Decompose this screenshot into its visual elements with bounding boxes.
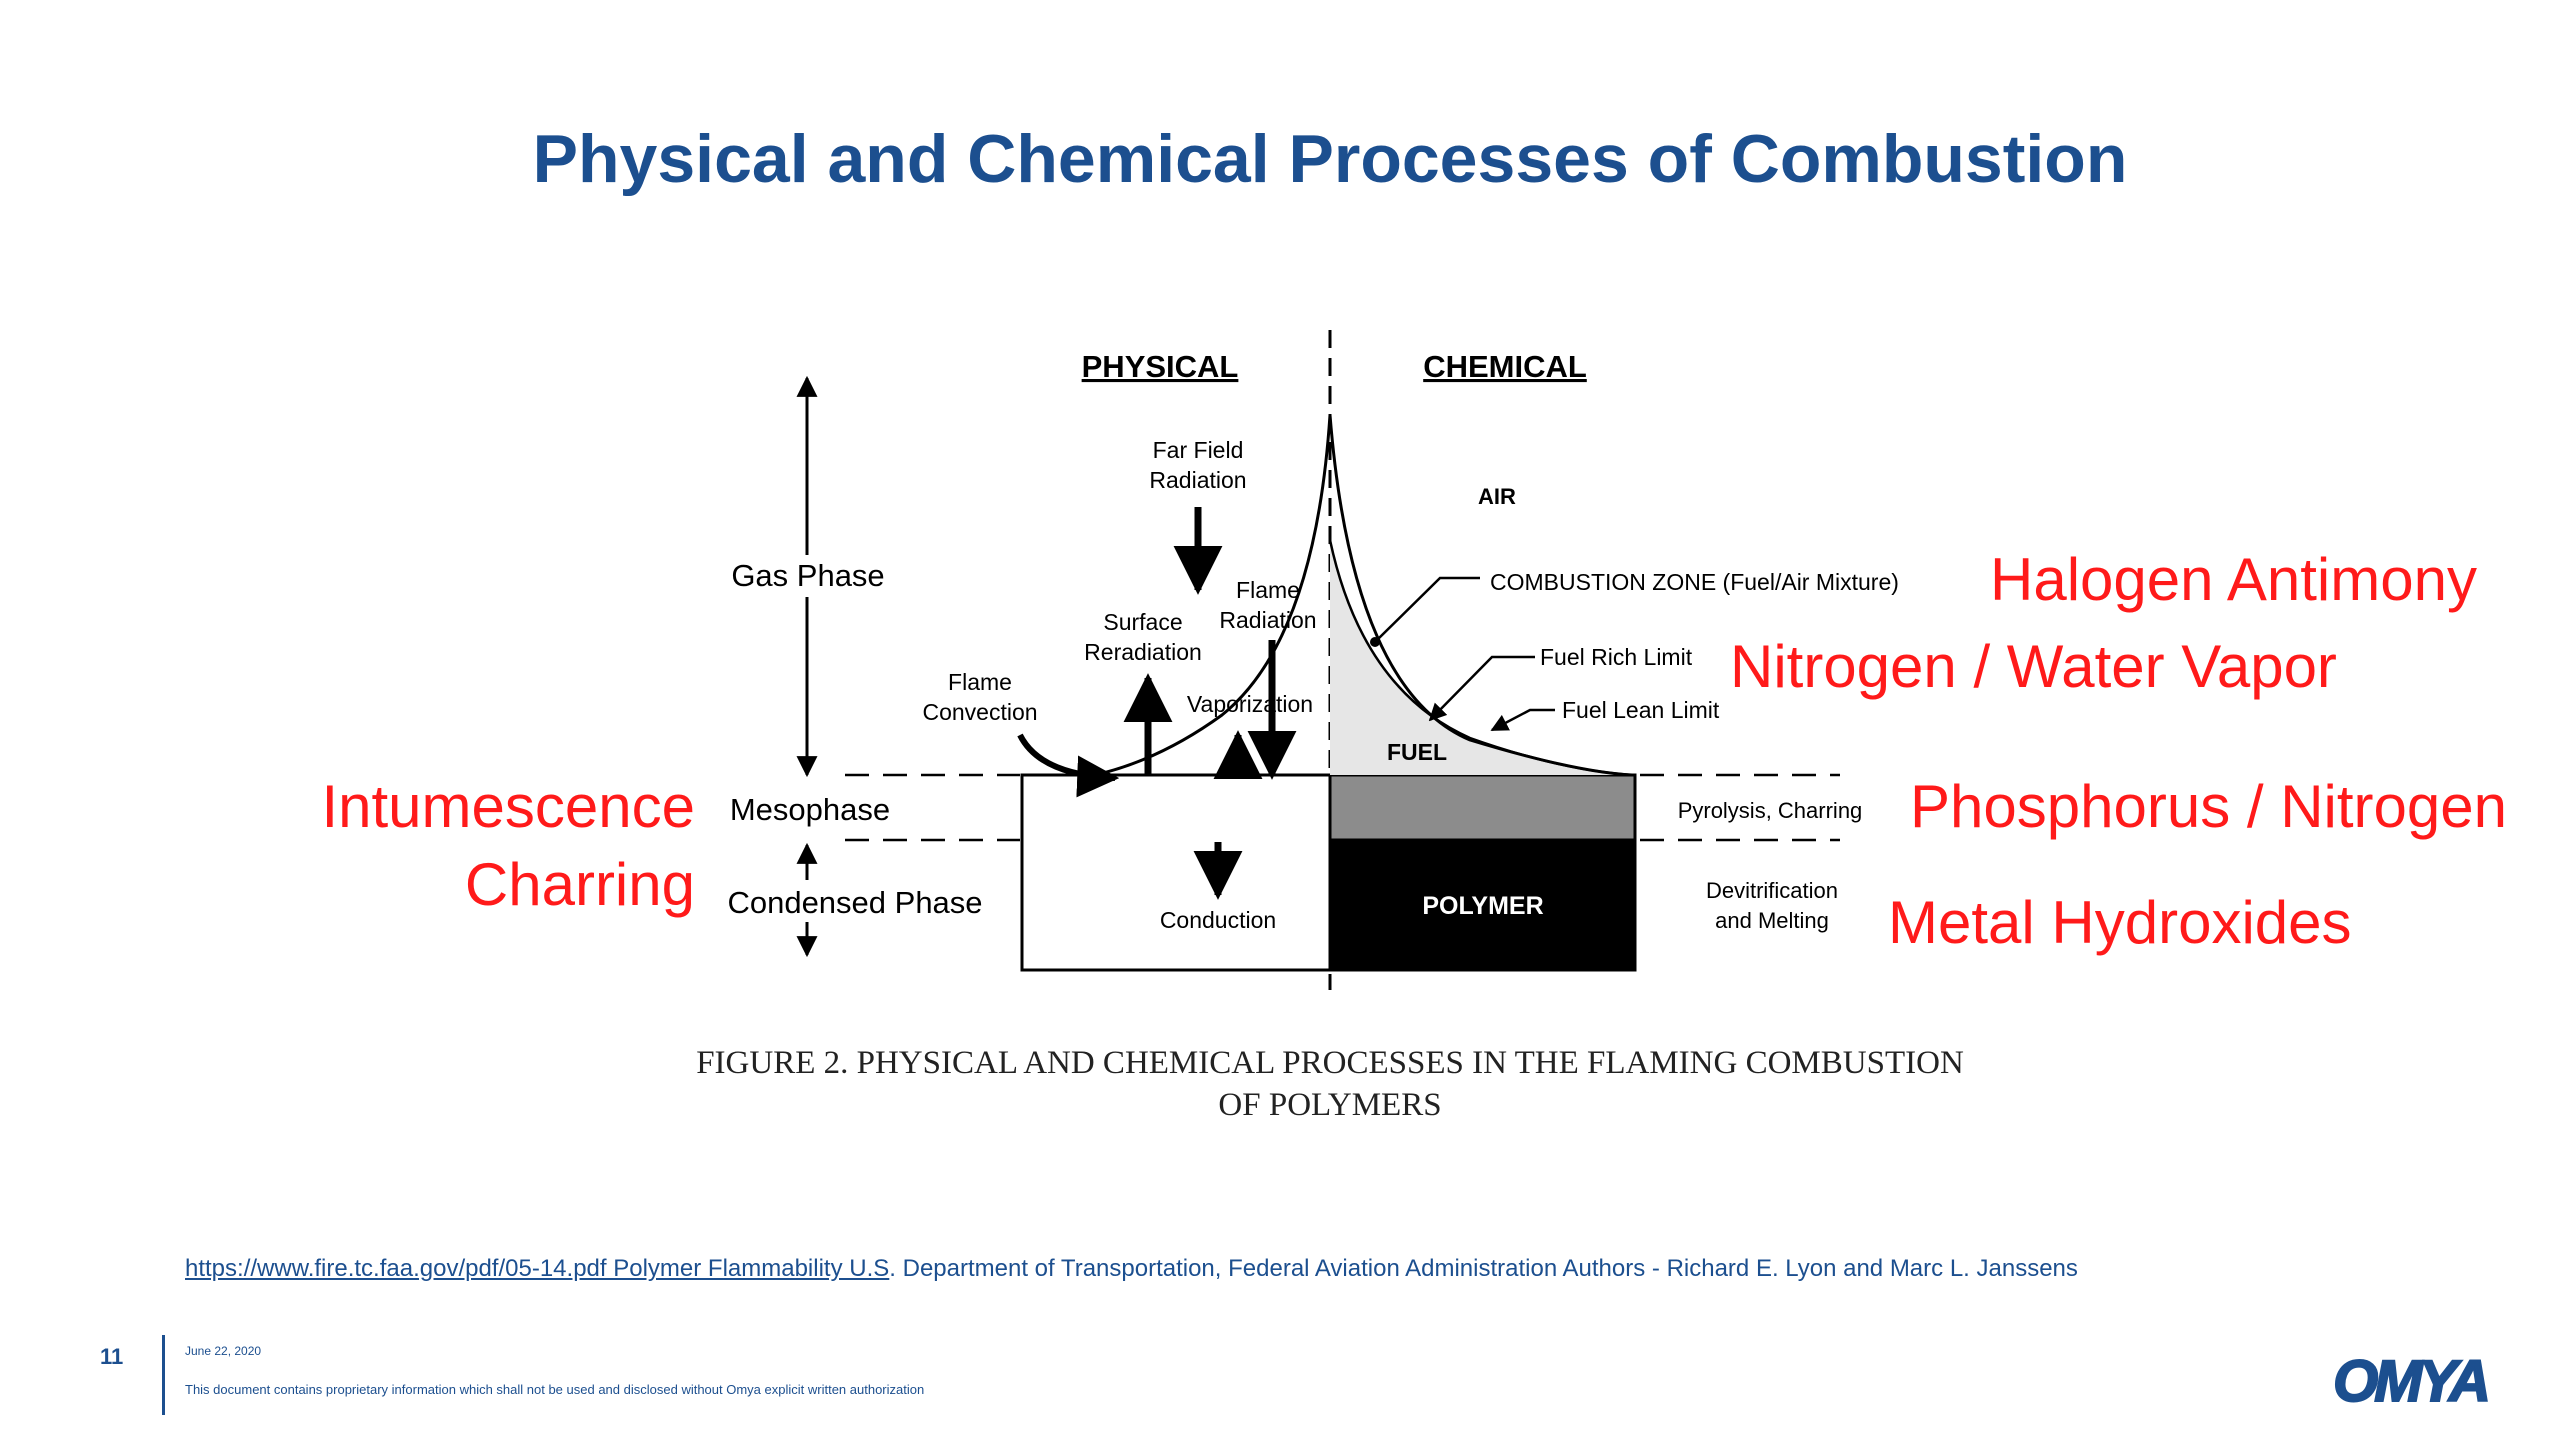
flame-convection-label-1: Flame [948,669,1012,695]
source-reference: https://www.fire.tc.faa.gov/pdf/05-14.pd… [185,1255,2078,1283]
page-number: 11 [100,1344,124,1369]
air-label: AIR [1478,484,1516,509]
omya-logo: OMYA [2332,1337,2488,1415]
fuel-rich-limit-curve [1328,539,1633,777]
header-chemical: CHEMICAL [1423,349,1587,384]
flame-convection-label-2: Convection [922,699,1037,725]
conduction-label: Conduction [1160,907,1276,933]
combustion-zone-label: COMBUSTION ZONE (Fuel/Air Mixture) [1490,569,1899,595]
annotation-charring: Charring [464,851,695,918]
fuel-lean-leader [1490,708,1555,732]
footer-date: June 22, 2020 [185,1344,262,1358]
far-field-label-2: Radiation [1149,467,1246,493]
annotation-metal-hydroxides: Metal Hydroxides [1888,889,2352,956]
condensed-phase-label: Condensed Phase [727,885,982,920]
fuel-lean-label: Fuel Lean Limit [1562,697,1720,723]
devitrification-label-1: Devitrification [1706,878,1838,903]
pyrolysis-label: Pyrolysis, Charring [1678,798,1863,823]
polymer-label: POLYMER [1422,892,1543,920]
gas-phase-label: Gas Phase [731,558,884,593]
annotation-intumescence: Intumescence [321,773,695,840]
reference-link[interactable]: https://www.fire.tc.faa.gov/pdf/05-14.pd… [185,1255,890,1282]
footer-disclaimer: This document contains proprietary infor… [185,1382,925,1397]
figure-caption-line-2: OF POLYMERS [1218,1087,1442,1123]
polymer-block [1328,838,1637,972]
footer-divider [162,1335,165,1415]
physical-substrate [1020,773,1332,972]
surface-reradiation-label-2: Reradiation [1084,639,1202,665]
reference-text: . Department of Transportation, Federal … [889,1255,2078,1282]
fuel-rich-label: Fuel Rich Limit [1540,644,1693,670]
header-physical: PHYSICAL [1082,349,1239,384]
far-field-label-1: Far Field [1153,437,1244,463]
vaporization-label: Vaporization [1187,691,1313,717]
figure-caption-line-1: FIGURE 2. PHYSICAL AND CHEMICAL PROCESSE… [696,1045,1964,1081]
surface-reradiation-label-1: Surface [1103,609,1182,635]
fuel-label: FUEL [1387,739,1447,765]
flame-convection-arrow [1017,733,1120,798]
fuel-rich-leader [1428,655,1535,722]
combustion-zone-leader [1374,576,1480,643]
annotation-nitrogen-water-vapor: Nitrogen / Water Vapor [1730,633,2337,700]
slide-title: Physical and Chemical Processes of Combu… [532,121,2128,197]
annotation-halogen-antimony: Halogen Antimony [1990,546,2477,613]
svg-text:OMYA: OMYA [2333,1349,2487,1414]
mesophase-layer [1328,773,1637,842]
mesophase-label: Mesophase [730,792,890,827]
flame-radiation-label-1: Flame [1236,577,1300,603]
annotation-phosphorus-nitrogen: Phosphorus / Nitrogen [1910,773,2508,840]
devitrification-label-2: and Melting [1715,908,1829,933]
flame-radiation-label-2: Radiation [1219,607,1316,633]
fuel-region [1330,540,1632,775]
